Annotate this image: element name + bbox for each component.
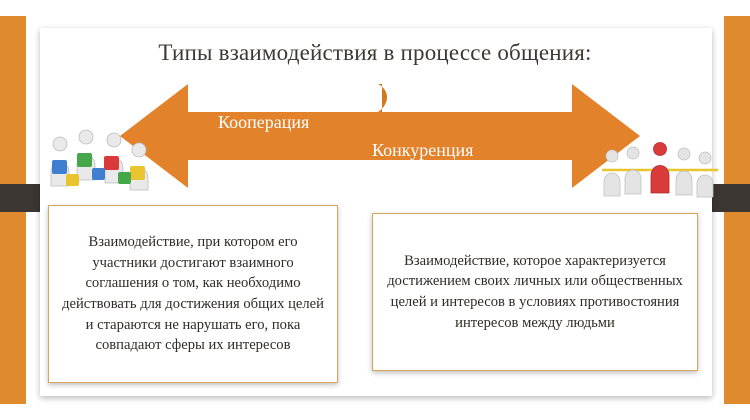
arrow-diagram	[120, 84, 640, 188]
frame-top-band	[0, 0, 750, 16]
arrow-label-cooperation: Кооперация	[218, 112, 310, 132]
definition-box-cooperation: Взаимодействие, при котором его участник…	[48, 205, 338, 383]
arrow-left-shape	[120, 84, 382, 188]
arrow-fold-detail	[378, 84, 387, 112]
definition-text-cooperation: Взаимодействие, при котором его участник…	[62, 233, 324, 354]
people-tug-of-war-competition-icon	[602, 142, 718, 198]
frame-bottom-band	[0, 404, 750, 420]
people-puzzle-cooperation-icon	[50, 129, 149, 191]
page-title: Типы взаимодействия в процессе общения:	[158, 40, 592, 65]
definition-box-competition: Взаимодействие, которое характеризуется …	[372, 213, 698, 371]
definition-text-cooperation-wrap: Взаимодействие, при котором его участник…	[61, 218, 325, 370]
arrow-right-shape	[378, 84, 640, 188]
arrow-label-competition: Конкуренция	[372, 140, 474, 160]
definition-text-competition: Взаимодействие, которое характеризуется …	[387, 252, 683, 331]
